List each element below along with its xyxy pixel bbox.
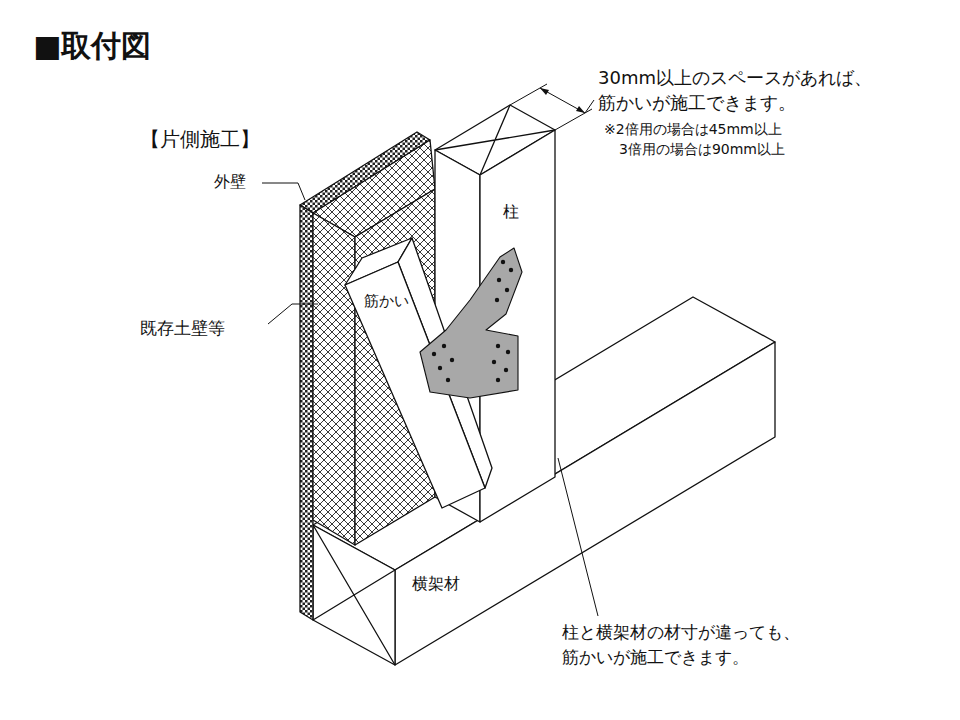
part-label: 筋かい	[364, 292, 409, 310]
leader-line	[268, 304, 318, 324]
page-title: ■取付図	[33, 28, 151, 64]
section-label: 【片側施工】	[140, 127, 260, 151]
beam-end-cross	[313, 525, 395, 665]
part-label: 外壁	[214, 172, 246, 191]
note-text: 3倍用の場合は90mm以上	[619, 141, 785, 158]
metal-plate	[420, 248, 522, 398]
part-label: 柱	[503, 202, 519, 221]
screw-holes	[432, 260, 513, 382]
frame-drawing	[262, 84, 775, 665]
leader-line	[558, 458, 598, 616]
part-label: 横架材	[412, 574, 460, 593]
earth-wall-front	[313, 213, 355, 545]
arrow-head	[540, 88, 549, 95]
leader-line	[262, 183, 305, 200]
leader-line	[585, 100, 594, 113]
note-text: 筋かいが施工できます。	[598, 92, 796, 114]
note-text: 柱と横架材の材寸が違っても、	[562, 622, 800, 642]
arrow-head	[576, 106, 585, 113]
extension-line	[510, 84, 592, 130]
dimension-line	[540, 88, 585, 113]
note-text: ※2倍用の場合は45mm以上	[604, 121, 782, 138]
part-label: 既存土壁等	[140, 318, 225, 338]
exterior-wall-face	[300, 205, 313, 620]
note-text: 筋かいが施工できます。	[562, 647, 749, 667]
note-text: 30mm以上のスペースがあれば、	[598, 67, 872, 89]
beam-end	[313, 525, 395, 665]
